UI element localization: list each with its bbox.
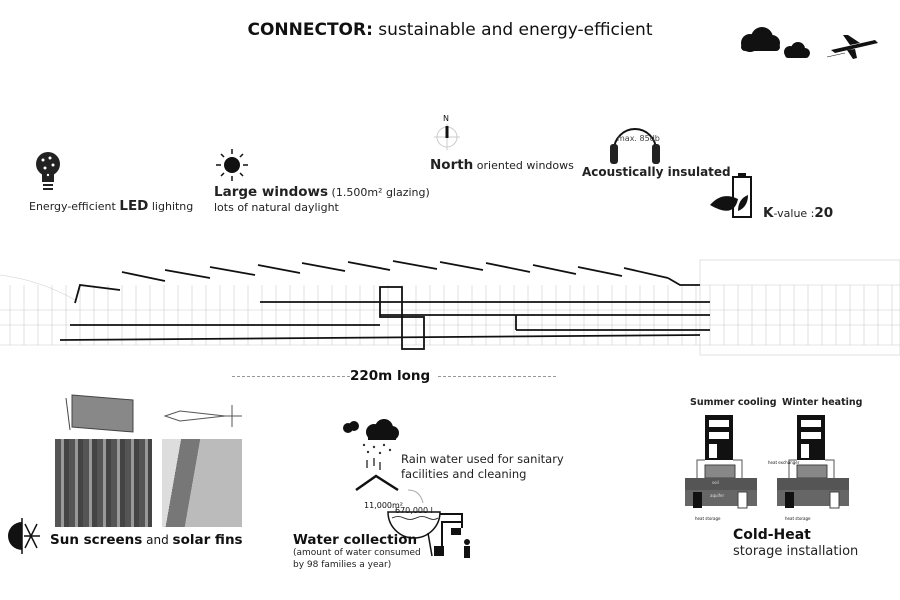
sunscreens-label: Sun screens and solar fins — [50, 532, 243, 548]
water-sub-line1: (amount of water consumed — [293, 548, 421, 558]
building-section-drawing — [0, 259, 900, 356]
aquifer-label: aquifer — [710, 493, 725, 498]
compass-icon — [434, 124, 460, 150]
solar-fin-detail-icon — [163, 405, 242, 427]
solar-fins-photo — [162, 439, 242, 527]
battery-leaf-icon — [710, 173, 752, 218]
rain-text-line1: Rain water used for sanitary — [401, 452, 564, 466]
water-collection-diagram — [343, 419, 470, 558]
length-arrow-left — [232, 376, 350, 377]
length-label: 220m long — [350, 368, 431, 384]
sun-snowflake-icon — [8, 518, 40, 554]
heat-storage-label-1: heat storage — [695, 516, 721, 521]
roof-area-label: 11,000m² — [364, 501, 403, 510]
water-sub-line2: by 98 families a year) — [293, 560, 392, 570]
heat-storage-label-2: heat storage — [785, 516, 811, 521]
cold-heat-title: Cold-Heat — [733, 527, 811, 543]
cold-heat-diagram — [685, 414, 850, 509]
soil-label: soil — [712, 480, 719, 485]
acoustic-label: Acoustically insulated — [582, 165, 731, 179]
north-label: North oriented windows — [430, 157, 574, 173]
summer-cooling-label: Summer cooling — [690, 397, 777, 408]
length-arrow-right — [438, 376, 556, 377]
winter-heating-label: Winter heating — [782, 397, 863, 408]
heat-exchanger-label: heat exchanger — [768, 460, 800, 465]
led-label: Energy-efficient LED lighitng — [29, 198, 194, 214]
lightbulb-icon — [36, 152, 60, 190]
water-collection-title: Water collection — [293, 532, 418, 548]
headphones-icon — [610, 128, 660, 164]
sun-screen-detail-icon — [65, 394, 134, 433]
compass-n-label: N — [443, 114, 449, 123]
sun-screens-photo — [55, 439, 152, 527]
headphones-label: max. 85db — [617, 134, 660, 143]
clouds-plane-icon — [741, 27, 878, 59]
sun-icon — [216, 149, 248, 181]
tank-volume-label: 670,000 l — [395, 506, 433, 515]
windows-label: Large windows (1.500m² glazing) — [214, 184, 430, 200]
cold-heat-subtitle: storage installation — [733, 544, 859, 559]
windows-sublabel: lots of natural daylight — [214, 201, 339, 214]
page-title: CONNECTOR: sustainable and energy-effici… — [247, 20, 653, 40]
rain-text-line2: facilities and cleaning — [401, 467, 527, 481]
kvalue-label: K-value :20 — [763, 205, 834, 221]
